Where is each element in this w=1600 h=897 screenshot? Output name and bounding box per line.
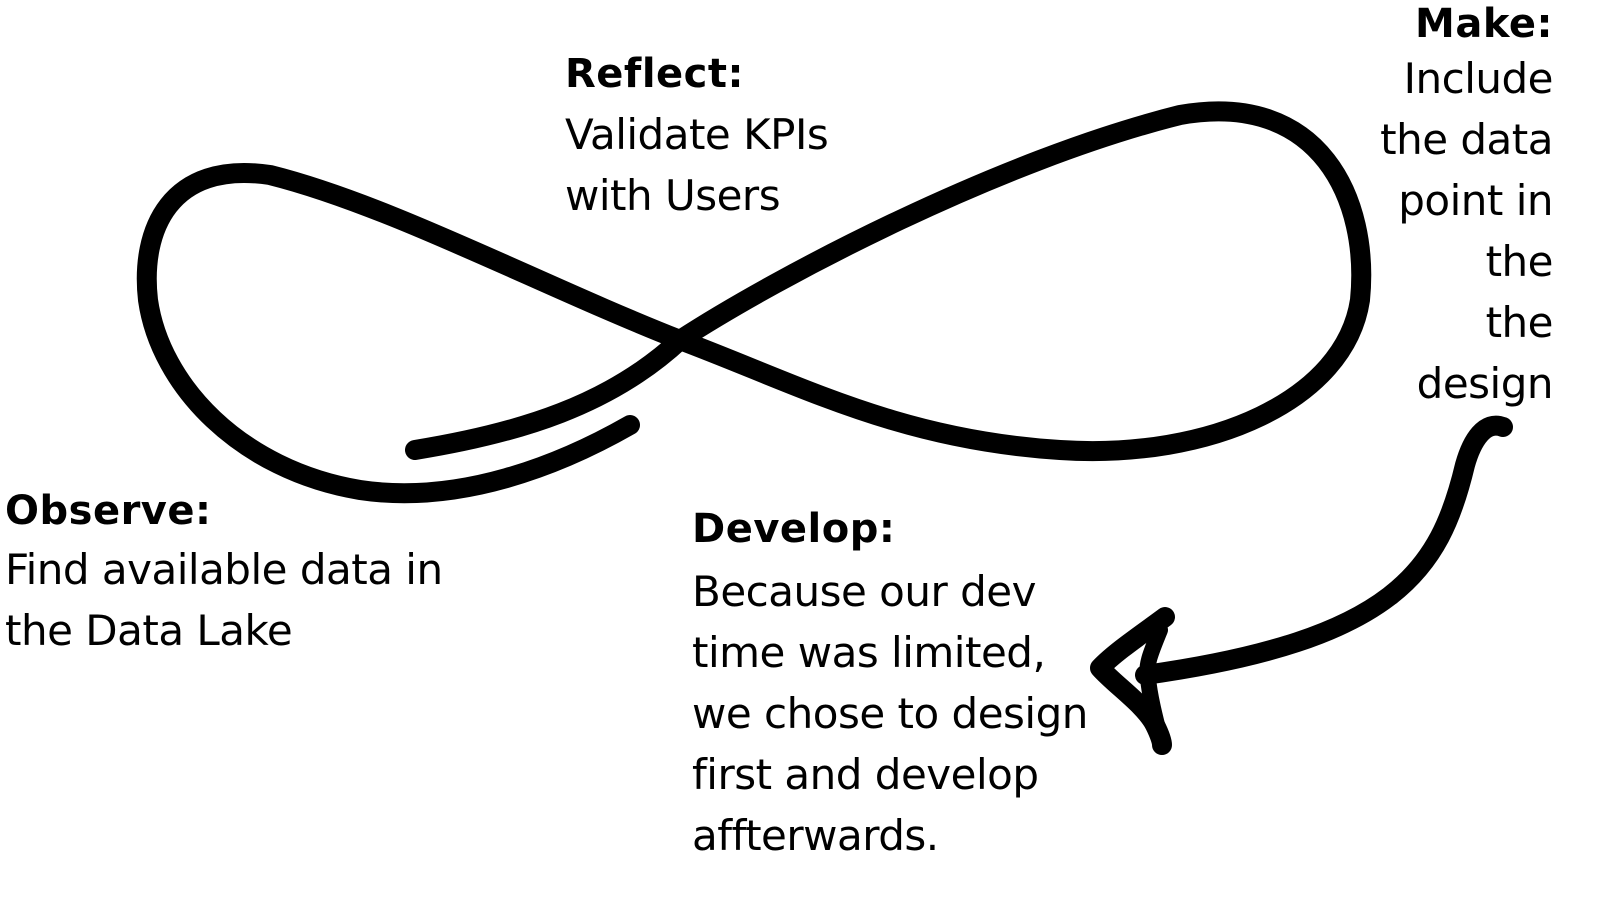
stage-observe: Observe: Find available data in the Data… [5,491,443,661]
stage-develop: Develop: Because our dev time was limite… [692,509,1088,866]
stage-observe-heading: Observe: [5,488,212,534]
stage-reflect-heading: Reflect: [565,51,744,97]
stage-develop-heading: Develop: [692,506,896,552]
stage-reflect: Reflect: Validate KPIs with Users [565,51,829,226]
stage-observe-description: Find available data in the Data Lake [5,545,443,655]
stage-make-heading: Make: [1415,1,1553,47]
stage-reflect-description: Validate KPIs with Users [565,110,829,220]
stage-make: Make: Include the data point in the the … [1380,4,1553,414]
arrow-shaft [1135,415,1513,685]
arrowhead-inner-icon [1139,622,1170,753]
infinity-loop-stroke [136,101,1372,504]
stage-develop-description: Because our dev time was limited, we cho… [692,567,1088,860]
stage-make-description: Include the data point in the the design [1380,54,1553,408]
